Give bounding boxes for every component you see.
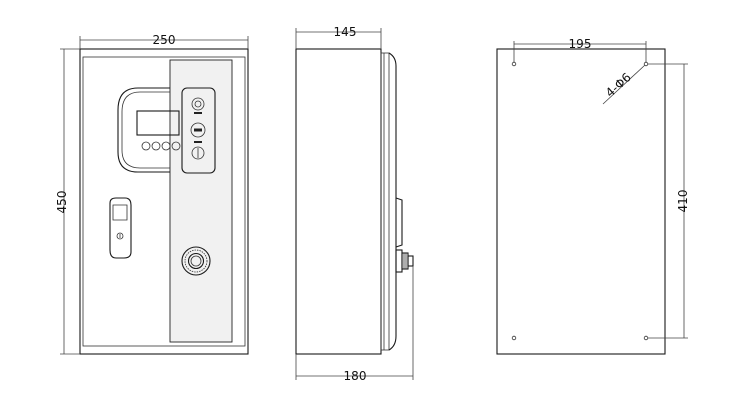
push-button-icon	[190, 122, 206, 138]
emergency-stop-ring	[181, 246, 211, 276]
height-dimension-label: 450	[55, 191, 69, 214]
hole-spec-label: 4-Φ6	[603, 70, 634, 100]
overall-depth-dimension-label: 180	[344, 369, 367, 383]
back-panel-outline	[496, 48, 666, 355]
side-estop-base	[395, 249, 403, 273]
width-dimension-label: 250	[153, 33, 176, 47]
function-button	[141, 141, 151, 151]
hole-spacing-v-label: 410	[676, 190, 690, 213]
function-button	[151, 141, 161, 151]
emergency-stop-button-icon	[187, 252, 205, 270]
depth-dimension-label: 145	[334, 25, 357, 39]
lcd-screen	[136, 110, 180, 136]
front-enclosure-outline	[79, 48, 249, 355]
button-cluster	[181, 87, 216, 174]
display-bezel-inner	[121, 91, 170, 169]
control-panel	[169, 59, 233, 343]
mounting-hole-icon	[643, 335, 649, 341]
mounting-hole-icon	[643, 61, 649, 67]
side-body-outline	[295, 48, 382, 355]
side-door-curve	[388, 52, 397, 351]
function-button	[161, 141, 171, 151]
indicator-light-core	[194, 100, 202, 108]
side-handle-profile	[395, 197, 403, 248]
door-handle	[109, 197, 132, 259]
indicator-light-icon	[191, 97, 205, 111]
front-door-outline	[82, 56, 246, 347]
switch-label-plate	[194, 141, 202, 143]
hole-spec-leader	[602, 64, 646, 105]
front-view: 250 450	[55, 33, 249, 355]
indicator-label-plate	[194, 112, 202, 114]
selector-switch-icon	[191, 146, 205, 160]
side-door-edge	[380, 52, 390, 351]
door-lock-icon	[116, 232, 124, 240]
mounting-hole-icon	[511, 61, 517, 67]
emergency-stop-button-cap	[190, 255, 202, 267]
side-estop-collar	[401, 252, 409, 270]
push-button-label-plate	[194, 128, 202, 132]
mounting-hole-icon	[511, 335, 517, 341]
side-estop-button-icon	[407, 255, 414, 267]
hole-spacing-h-label: 195	[569, 37, 592, 51]
side-view: 145 180	[295, 25, 414, 383]
function-button	[171, 141, 181, 151]
door-handle-grip	[112, 204, 128, 221]
emergency-stop-label-ring	[184, 249, 208, 273]
display-bezel	[117, 87, 170, 173]
back-view: 195 410 4-Φ6	[496, 37, 690, 355]
